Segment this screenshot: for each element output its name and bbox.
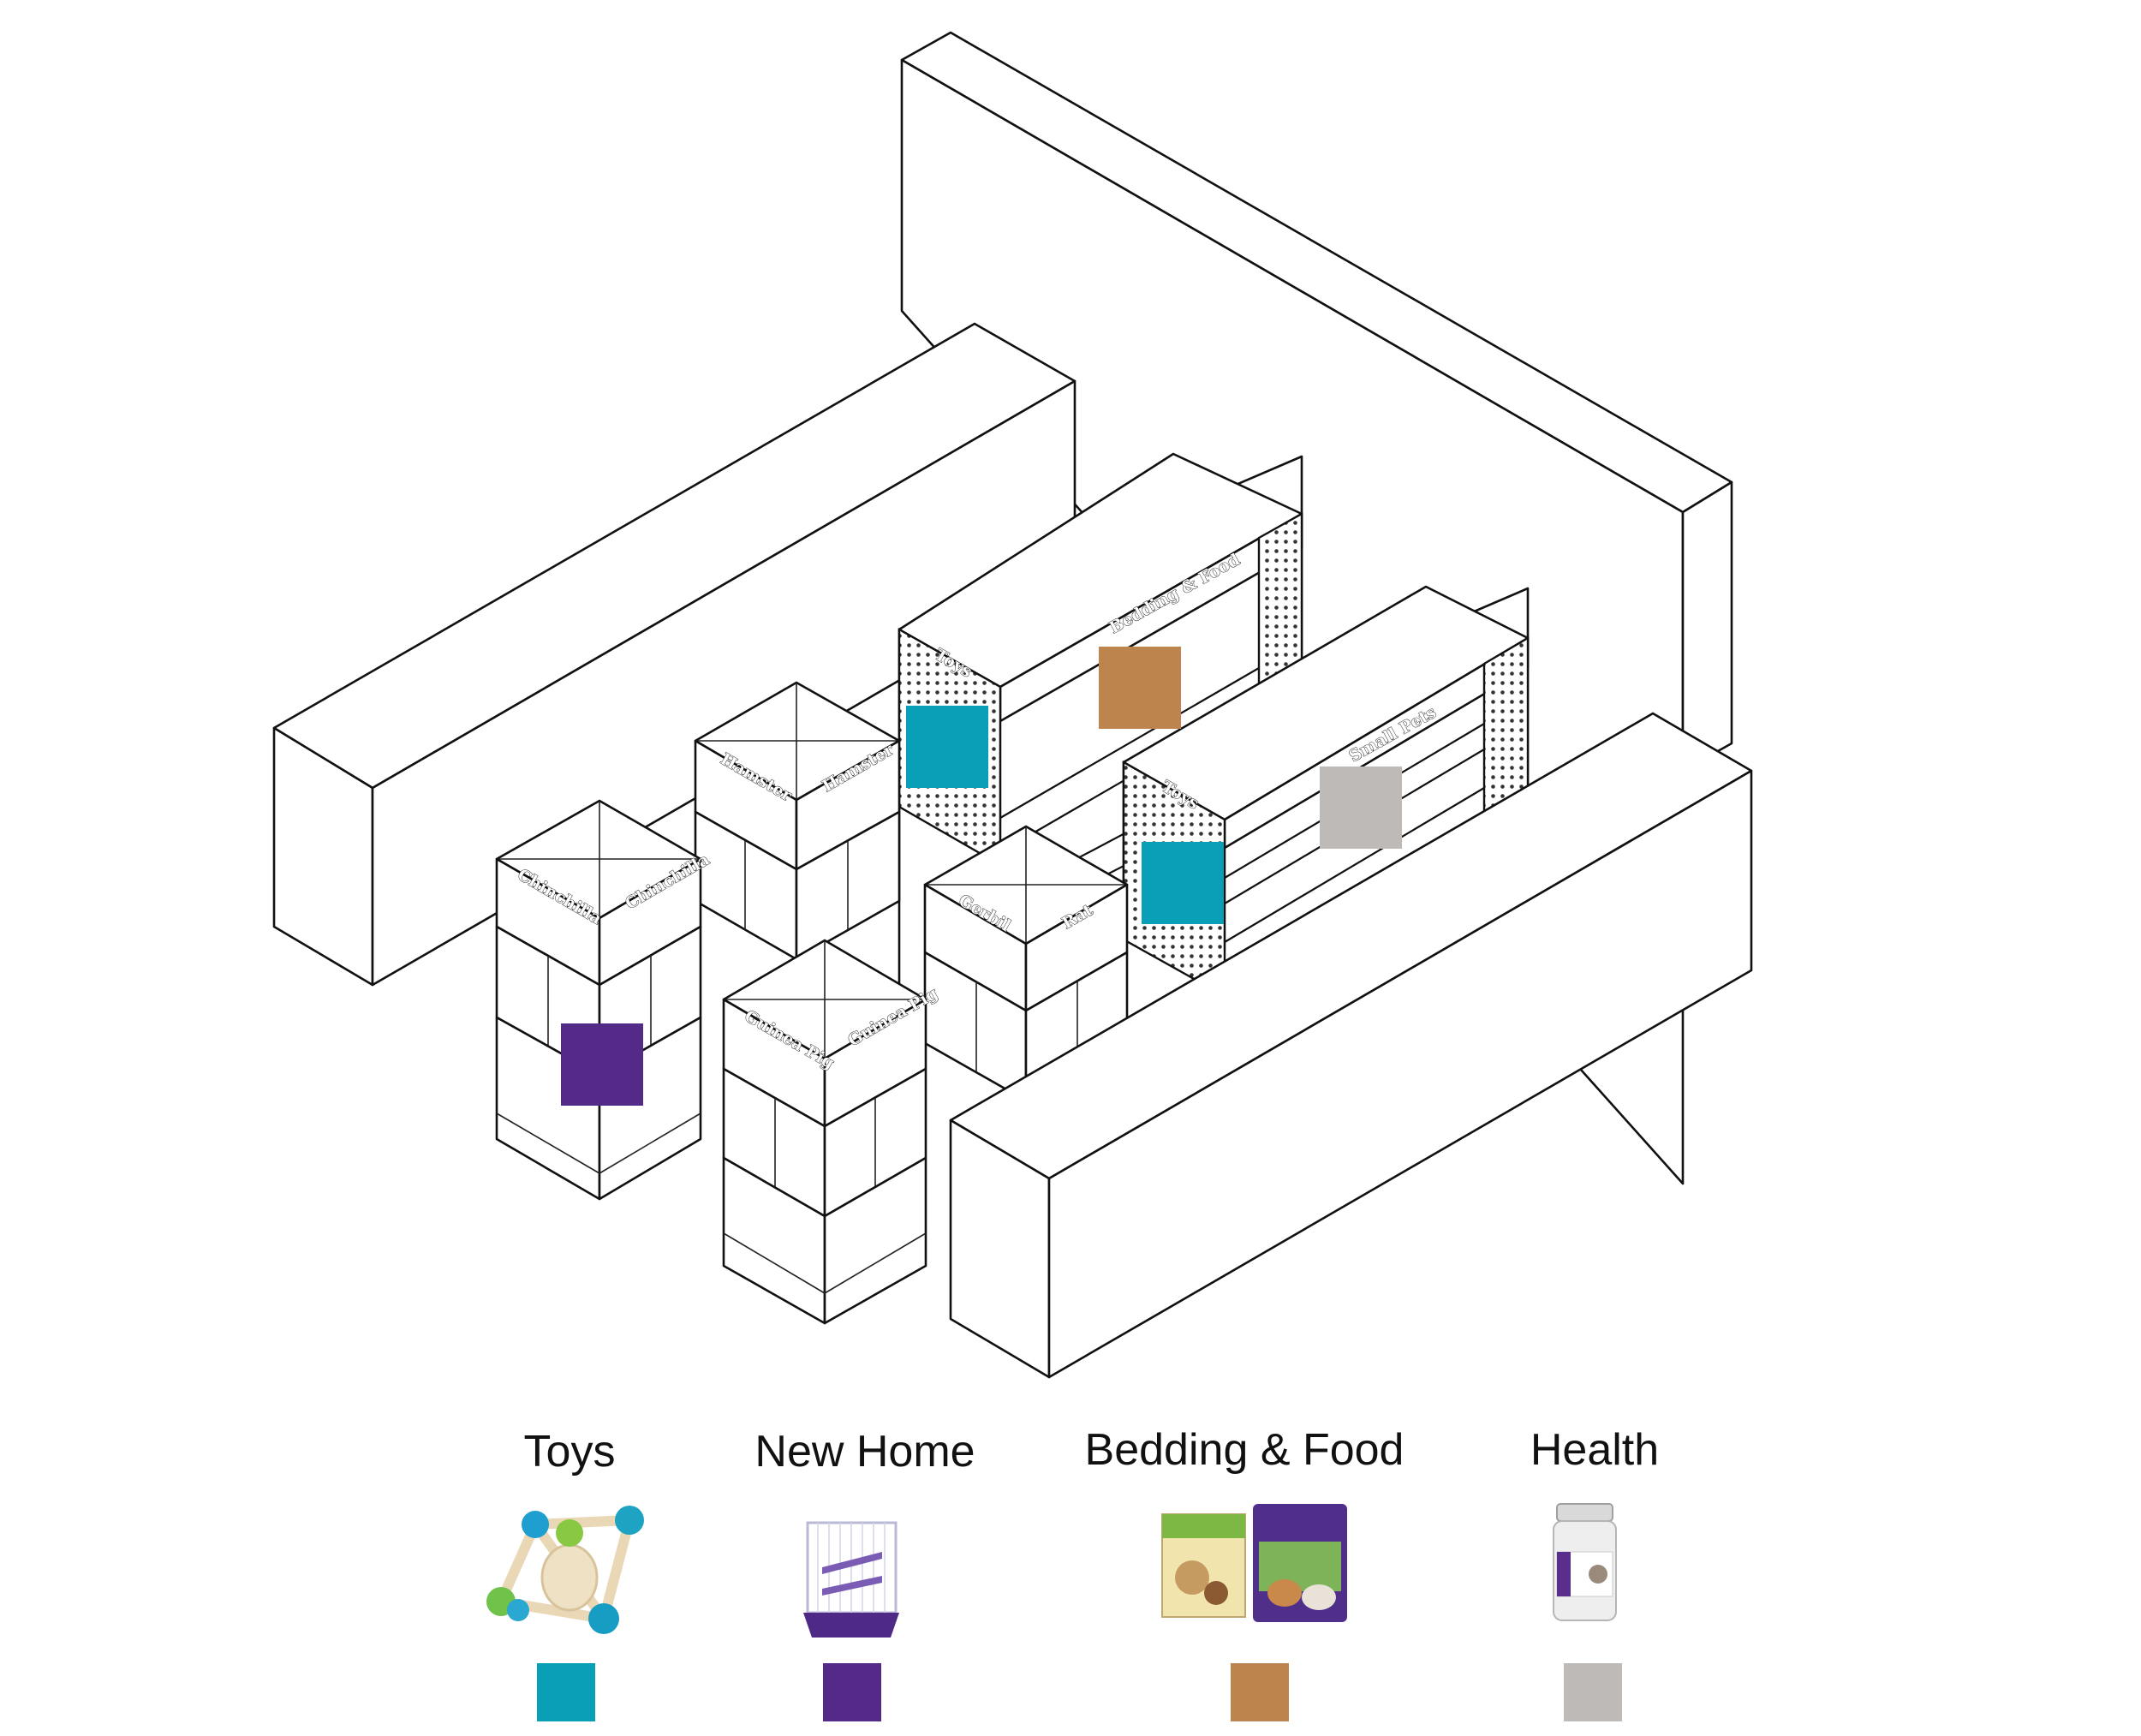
marker-toys-shelf-1 bbox=[906, 706, 988, 788]
supplement-jar-icon bbox=[1553, 1503, 1617, 1621]
legend-swatch-toys bbox=[537, 1663, 595, 1721]
legend-title-health: Health bbox=[1530, 1425, 1660, 1475]
small-pet-cage-icon bbox=[803, 1521, 899, 1638]
legend-title-bedding-food: Bedding & Food bbox=[1084, 1425, 1404, 1475]
legend-swatch-health bbox=[1564, 1663, 1622, 1721]
marker-toys-shelf-2 bbox=[1142, 842, 1224, 924]
front-wall bbox=[949, 712, 1753, 1379]
legend-swatch-bedding-food bbox=[1231, 1663, 1289, 1721]
cage-chinchilla: Chinchilla Chinchilla bbox=[495, 799, 713, 1201]
cage-hamster: Hamster Hamster bbox=[694, 681, 901, 961]
teether-ball-toy-icon bbox=[486, 1506, 644, 1634]
bedding-and-hay-bags-icon bbox=[1161, 1504, 1347, 1622]
category-markers bbox=[561, 647, 1402, 1106]
legend-title-new-home: New Home bbox=[754, 1427, 975, 1476]
marker-bedding-food bbox=[1099, 647, 1181, 729]
cage-guinea-pig: Guinea Pig Guinea Pig bbox=[722, 939, 941, 1325]
marker-new-home bbox=[561, 1023, 643, 1106]
legend-title-toys: Toys bbox=[523, 1427, 616, 1476]
marker-health bbox=[1320, 767, 1402, 849]
legend-swatch-new-home bbox=[823, 1663, 881, 1721]
